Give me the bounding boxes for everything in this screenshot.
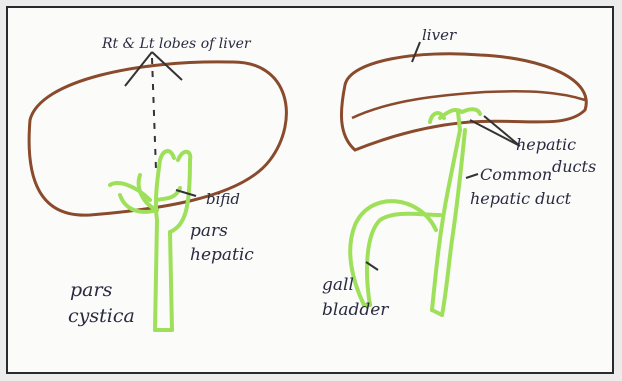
label-gall-bladder-1: gall	[322, 275, 354, 295]
label-pars-cystica-2: cystica	[68, 305, 135, 327]
label-pars-hepatic-2: hepatic	[190, 245, 254, 265]
label-common-hepatic-2: hepatic duct	[470, 189, 572, 208]
label-hepatic-ducts-2: ducts	[552, 157, 596, 176]
label-gall-bladder-2: bladder	[322, 300, 389, 320]
label-pars-cystica-1: pars	[70, 279, 113, 301]
label-liver: liver	[422, 26, 457, 44]
label-common-hepatic-1: Common	[480, 165, 552, 184]
lobe-dividing-line	[152, 58, 156, 170]
label-pars-hepatic-1: pars	[190, 221, 228, 241]
liver-pointer	[412, 42, 420, 62]
label-rt-lt-lobes: Rt & Lt lobes of liver	[101, 36, 252, 52]
left-duct-system	[110, 151, 190, 330]
label-bifid: bifid	[206, 190, 240, 208]
right-duct-system	[350, 109, 480, 315]
common-hepatic-pointer	[466, 174, 478, 178]
label-hepatic-ducts-1: hepatic	[516, 135, 576, 154]
right-liver-inner-line	[352, 91, 585, 118]
